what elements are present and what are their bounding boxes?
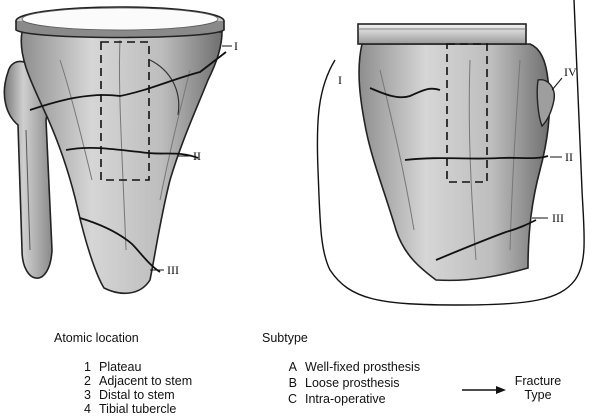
right-zone-label-ii: II (565, 150, 573, 164)
location-heading: Atomic location (54, 331, 139, 345)
right-zone-label-iii: III (552, 211, 564, 225)
right-zone-line-1 (369, 87, 441, 99)
left-prosthesis-stem (100, 41, 150, 181)
fracture-type-arrow (462, 386, 506, 394)
right-zone-label-i: I (338, 73, 342, 87)
left-zone-line-2 (65, 146, 199, 159)
right-zone-label-iv: IV (564, 65, 577, 79)
left-zone-label-ii: II (193, 149, 201, 163)
left-zone-line-3 (79, 217, 161, 273)
right-tibia (316, 0, 585, 306)
right-soft-tissue-outline (316, 0, 585, 306)
left-zone-line-1 (29, 51, 227, 111)
right-prosthesis-stem (446, 43, 488, 183)
right-tibial-tray (357, 23, 527, 45)
right-tubercle-fragment (536, 79, 555, 128)
fracture-type-label: Fracture Type (514, 374, 562, 402)
left-tibia (3, 6, 232, 295)
left-zone-label-iii: III (167, 263, 179, 277)
right-zone-line-3 (435, 219, 537, 261)
right-tibia-body (358, 43, 551, 282)
subtype-heading: Subtype (262, 331, 308, 345)
left-fibula (3, 60, 53, 279)
left-zone-label-i: I (234, 39, 238, 53)
right-zone-line-2 (404, 155, 549, 161)
